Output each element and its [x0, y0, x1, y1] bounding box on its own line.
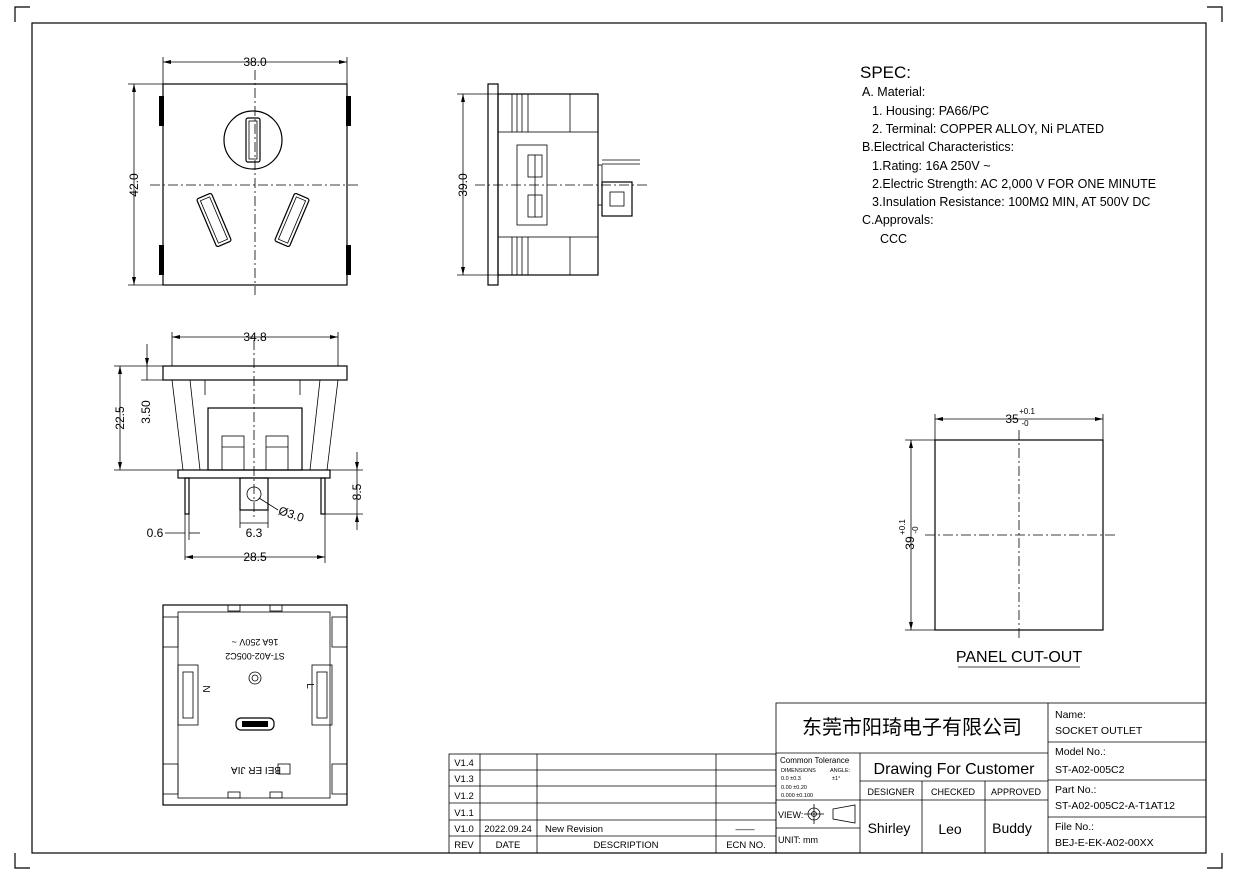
rev-header-rev: REV	[454, 840, 474, 851]
dim-pin-thickness: 0.6	[147, 526, 164, 540]
top-view: 34.8 22.5 3.50 8.5 Ø3.0 0.6 6.3 28.5	[113, 330, 364, 564]
corner-marks	[14, 6, 1223, 869]
cutout-height: 39	[903, 536, 917, 550]
dim-front-height: 42.0	[127, 173, 141, 197]
tolerance-row-1: 0.00 ±0.20	[781, 785, 807, 791]
part-label: Part No.:	[1055, 784, 1096, 796]
side-view: 39.0	[456, 83, 650, 286]
rev-row-4-ecn: ——	[736, 824, 756, 835]
spec-line-0: A. Material:	[862, 85, 925, 99]
spec-line-8: CCC	[880, 232, 907, 246]
rev-header-description: DESCRIPTION	[594, 840, 659, 851]
part-value: ST-A02-005C2-A-T1AT12	[1055, 800, 1175, 812]
dim-hole: Ø3.0	[277, 504, 306, 525]
spec-line-5: 2.Electric Strength: AC 2,000 V FOR ONE …	[872, 177, 1156, 191]
rev-header-date: DATE	[496, 840, 521, 851]
rev-row-3: V1.1	[454, 808, 474, 819]
dim-flange: 3.50	[139, 400, 153, 424]
cutout-height-tol-upper: +0.1	[898, 519, 907, 535]
dim-front-width: 38.0	[243, 55, 267, 69]
spec-line-6: 3.Insulation Resistance: 100MΩ MIN, AT 5…	[872, 195, 1150, 209]
spec-line-7: C.Approvals:	[862, 213, 934, 227]
tolerance-angle-label: ANGLE:	[830, 768, 851, 774]
name-label: Name:	[1055, 709, 1086, 721]
company-name: 东莞市阳琦电子有限公司	[802, 715, 1022, 739]
file-value: BEJ-E-EK-A02-00XX	[1055, 837, 1154, 849]
spec-block: SPEC: A. Material: 1. Housing: PA66/PC 2…	[860, 63, 1156, 246]
revision-table: V1.4 V1.3 V1.2 V1.1 V1.0 2022.09.24 New …	[448, 753, 777, 854]
front-view: 38.0 42.0	[127, 55, 360, 295]
drawing-for-customer: Drawing For Customer	[874, 761, 1036, 778]
projection-icon	[804, 804, 856, 824]
checked-name: Leo	[938, 821, 962, 837]
rev-header-ecn: ECN NO.	[726, 840, 766, 851]
dim-pin-length: 8.5	[350, 483, 364, 500]
rev-row-0: V1.4	[454, 758, 474, 769]
unit-label: UNIT: mm	[778, 835, 818, 845]
tolerance-dim-label: DIMENSIONS	[781, 768, 816, 774]
bottom-rating-mark: 16A 250V ~	[232, 637, 279, 647]
bottom-letter-n: N	[200, 685, 211, 692]
tolerance-title: Common Tolerance	[780, 756, 850, 765]
rev-row-4: V1.0	[454, 824, 474, 835]
view-label: VIEW:	[778, 810, 803, 820]
bottom-model-mark: ST-A02-005C2	[225, 651, 285, 661]
dim-pin-span: 28.5	[243, 550, 267, 564]
spec-title: SPEC:	[860, 63, 911, 82]
rev-row-4-date: 2022.09.24	[484, 824, 532, 835]
bottom-view: ST-A02-005C2 16A 250V ~ N L BEI ER JIA	[162, 604, 348, 806]
rev-row-1: V1.3	[454, 774, 474, 785]
tolerance-row-0: 0.0 ±0.3	[781, 776, 801, 782]
dim-pin-width: 6.3	[246, 526, 263, 540]
tolerance-row-2: 0.000 ±0.100	[781, 793, 813, 799]
model-label: Model No.:	[1055, 746, 1106, 758]
name-value: SOCKET OUTLET	[1055, 725, 1143, 737]
cutout-label: PANEL CUT-OUT	[956, 649, 1082, 666]
approved-name: Buddy	[992, 820, 1032, 836]
cutout-height-tol-lower: -0	[911, 526, 920, 534]
checked-label: CHECKED	[931, 787, 976, 797]
cutout-width-tol-lower: -0	[1021, 419, 1029, 428]
spec-line-3: B.Electrical Characteristics:	[862, 140, 1014, 154]
dim-side-height: 39.0	[456, 173, 470, 197]
bottom-letter-l: L	[304, 683, 315, 689]
spec-line-4: 1.Rating: 16A 250V ~	[872, 159, 991, 173]
rev-row-2: V1.2	[454, 791, 474, 802]
spec-line-1: 1. Housing: PA66/PC	[872, 104, 989, 118]
spec-line-2: 2. Terminal: COPPER ALLOY, Ni PLATED	[872, 122, 1104, 136]
panel-cutout: 35 +0.1 -0 39 +0.1 -0 PANEL CUT-OUT	[898, 407, 1115, 668]
title-block: 东莞市阳琦电子有限公司 Common Tolerance DIMENSIONS …	[775, 702, 1207, 854]
cutout-width: 35	[1005, 412, 1019, 426]
cutout-width-tol-upper: +0.1	[1019, 407, 1035, 416]
dim-depth: 22.5	[113, 406, 127, 430]
designer-label: DESIGNER	[867, 787, 915, 797]
bottom-brand-mark: BEI ER JIA	[231, 764, 281, 775]
brand-logo-icon	[277, 763, 291, 775]
file-label: File No.:	[1055, 821, 1094, 833]
designer-name: Shirley	[868, 820, 911, 836]
dim-top-width: 34.8	[243, 330, 267, 344]
tolerance-angle: ±1°	[832, 776, 840, 782]
model-value: ST-A02-005C2	[1055, 764, 1125, 776]
rev-row-4-description: New Revision	[545, 824, 603, 835]
approved-label: APPROVED	[991, 787, 1042, 797]
